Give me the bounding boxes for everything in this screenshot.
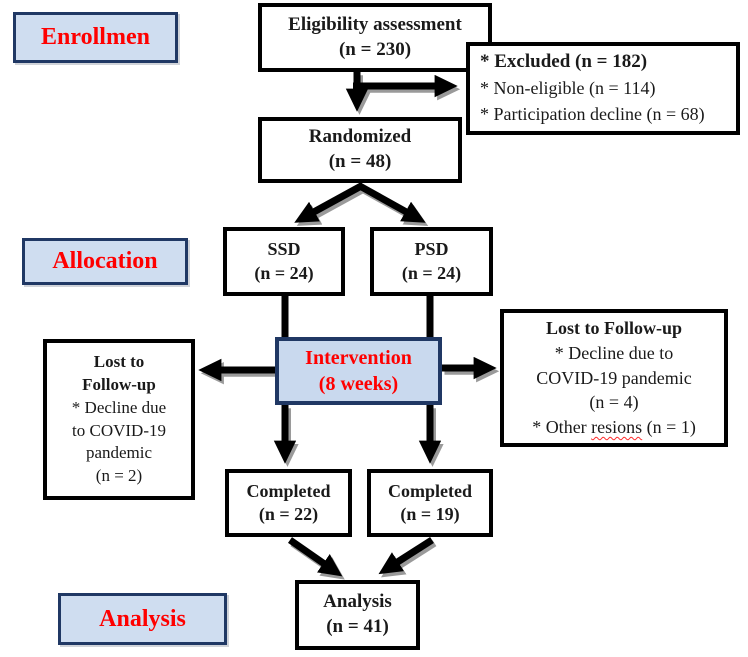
- arrow-completed-ssd-to-analysis: [288, 537, 343, 577]
- lost-right-title: Lost to Follow-up: [545, 317, 682, 338]
- psd-title: PSD: [414, 239, 449, 260]
- eligibility-count: (n = 230): [338, 38, 412, 60]
- lost-right-reason-1: * Decline due to: [554, 342, 674, 363]
- completed-ssd-count: (n = 22): [258, 504, 319, 524]
- intervention-duration: (8 weeks): [318, 373, 399, 395]
- analysis-title: Analysis: [323, 591, 392, 613]
- node-psd: PSD (n = 24): [370, 227, 493, 296]
- lost-left-title-1: Lost to: [93, 351, 145, 371]
- completed-psd-count: (n = 19): [400, 504, 460, 524]
- randomized-count: (n = 48): [328, 151, 392, 172]
- node-ssd: SSD (n = 24): [223, 227, 345, 296]
- lost-left-count: (n = 2): [95, 466, 143, 486]
- stage-label-allocation-text: Allocation: [52, 248, 158, 274]
- randomized-title: Randomized: [308, 126, 412, 148]
- arrow-randomized-to-ssd: [294, 181, 365, 223]
- intervention-title: Intervention: [305, 347, 412, 369]
- node-intervention: Intervention (8 weeks): [275, 337, 442, 405]
- excluded-total: * Excluded (n = 182): [480, 51, 648, 73]
- node-analysis: Analysis (n = 41): [295, 580, 420, 650]
- lost-right-other-pre: * Other: [532, 417, 592, 438]
- node-randomized: Randomized (n = 48): [258, 117, 462, 183]
- node-eligibility: Eligibility assessment (n = 230): [258, 3, 492, 72]
- node-lost-followup-right: Lost to Follow-up * Decline due to COVID…: [500, 309, 728, 447]
- analysis-count: (n = 41): [326, 616, 389, 637]
- stage-label-enrollment-text: Enrollmen: [41, 24, 150, 50]
- stage-label-analysis: Analysis: [58, 593, 227, 645]
- node-lost-followup-left: Lost to Follow-up * Decline due to COVID…: [43, 339, 195, 500]
- completed-psd-title: Completed: [388, 480, 472, 501]
- lost-right-other-misspelled-word: resions: [591, 417, 643, 438]
- lost-left-reason-2: to COVID-19: [72, 420, 166, 440]
- lost-right-reason-2: COVID-19 pandemic: [536, 367, 692, 388]
- psd-count: (n = 24): [401, 262, 462, 283]
- lost-right-other-post: (n = 1): [642, 417, 696, 438]
- lost-left-title-2: Follow-up: [82, 374, 156, 394]
- completed-ssd-title: Completed: [246, 480, 331, 501]
- lost-right-other: * Other resions (n = 1): [532, 415, 696, 440]
- lost-left-reason-1: * Decline due: [71, 397, 167, 417]
- stage-label-enrollment: Enrollmen: [13, 12, 178, 63]
- lost-left-reason-3: pandemic: [85, 443, 153, 463]
- stage-label-analysis-text: Analysis: [99, 605, 186, 632]
- node-completed-psd: Completed (n = 19): [367, 469, 493, 537]
- stage-label-allocation: Allocation: [22, 238, 188, 285]
- node-completed-ssd: Completed (n = 22): [225, 469, 352, 537]
- node-excluded: * Excluded (n = 182) * Non-eligible (n =…: [466, 42, 740, 135]
- eligibility-title: Eligibility assessment: [288, 13, 462, 35]
- lost-right-count: (n = 4): [589, 392, 639, 413]
- excluded-non-eligible: * Non-eligible (n = 114): [480, 78, 656, 99]
- arrow-completed-psd-to-analysis: [378, 537, 434, 575]
- ssd-title: SSD: [267, 239, 301, 260]
- arrow-randomized-to-psd: [356, 181, 426, 223]
- excluded-participation-decline: * Participation decline (n = 68): [480, 103, 705, 124]
- ssd-count: (n = 24): [254, 262, 314, 283]
